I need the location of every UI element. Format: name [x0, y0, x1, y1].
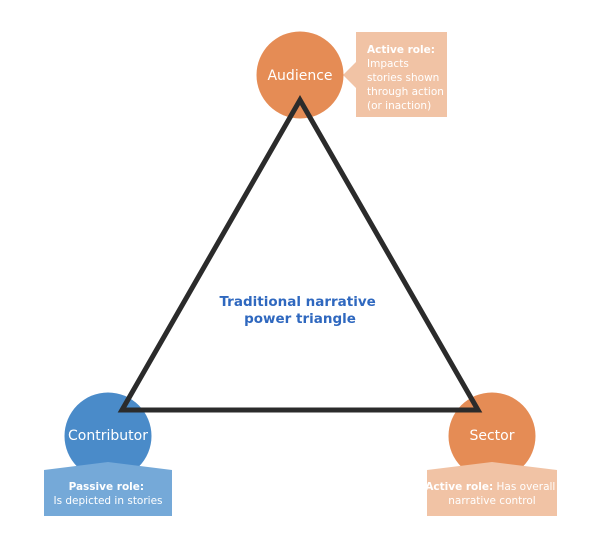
sector-callout-box — [427, 462, 557, 516]
contributor-callout-box — [44, 462, 172, 516]
audience-callout-box — [343, 32, 447, 117]
contributor-role-label: Passive role: — [69, 481, 145, 493]
contributor-role-line: Is depicted in stories — [53, 495, 162, 507]
diagram-title-line2: power triangle — [244, 311, 356, 327]
contributor-node — [64, 392, 152, 480]
contributor-callout-text: Passive role: Is depicted in stories — [53, 481, 162, 507]
audience-callout-text: Active role: Impacts stories shown throu… — [367, 44, 447, 112]
sector-role-line: narrative control — [448, 495, 535, 507]
sector-label: Sector — [469, 428, 514, 444]
power-triangle — [117, 94, 483, 413]
audience-role-line: stories shown — [367, 72, 439, 84]
diagram-title-line1: Traditional narrative — [219, 294, 375, 310]
audience-role-label: Active role: — [367, 44, 435, 56]
sector-role-rest: Has overall — [497, 481, 556, 493]
sector-callout-text: Active role: Has overall narrative contr… — [425, 481, 558, 507]
audience-role-line: through action — [367, 86, 444, 98]
audience-role-line: Impacts — [367, 58, 409, 70]
audience-node — [256, 31, 344, 119]
sector-node — [448, 392, 536, 480]
audience-role-line: (or inaction) — [367, 100, 431, 112]
contributor-label: Contributor — [68, 428, 148, 444]
sector-role-label: Active role: — [425, 481, 493, 493]
diagram-title: Traditional narrative power triangle — [219, 294, 380, 327]
sector-role-first-line: Active role: Has overall — [425, 481, 555, 493]
audience-label: Audience — [267, 68, 332, 84]
